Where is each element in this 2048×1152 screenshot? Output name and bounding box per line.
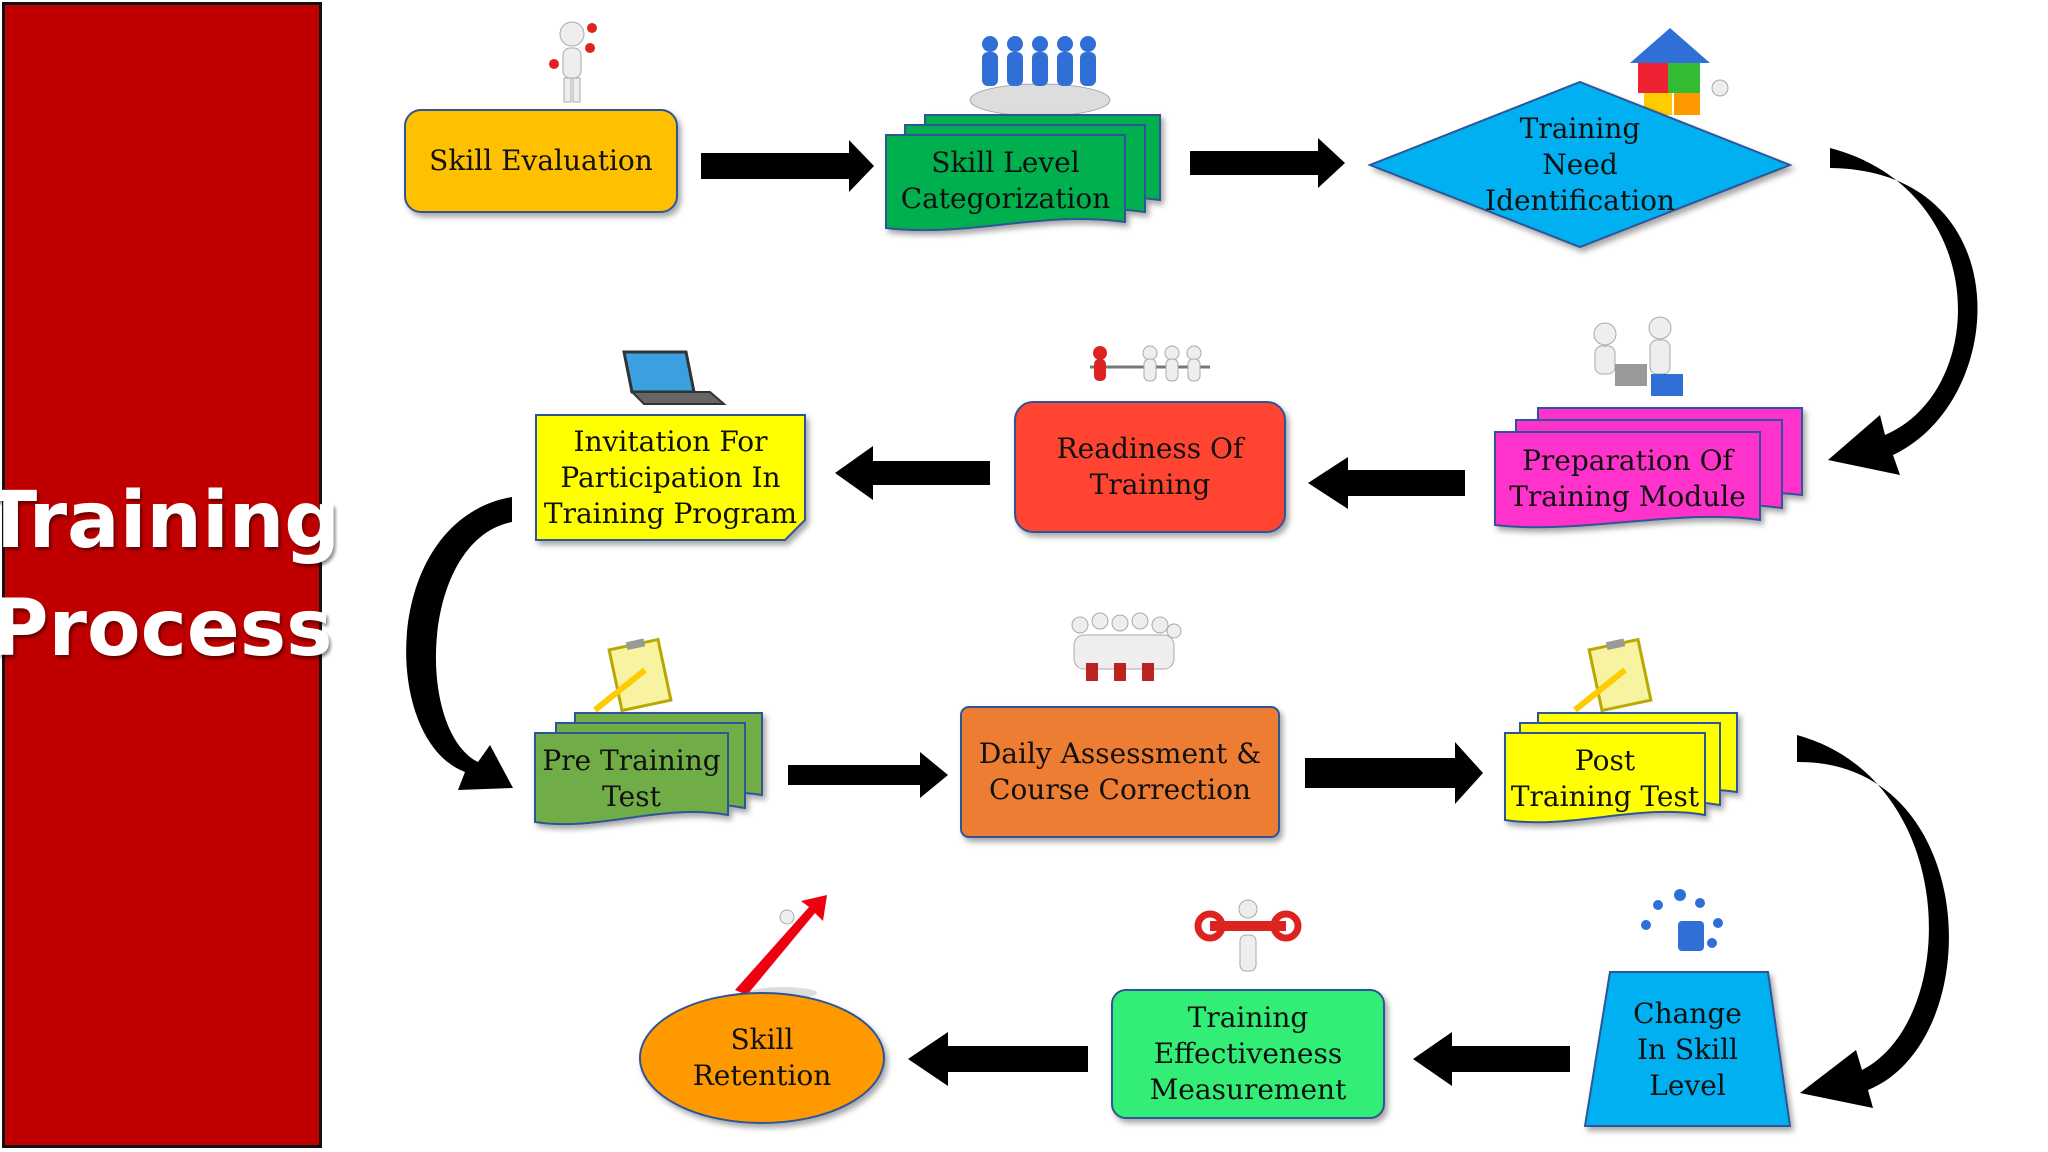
- step-training-effectiveness-measurement: [1111, 989, 1385, 1119]
- step-label-invitation-for-participation: Invitation For Participation In Training…: [543, 424, 798, 530]
- curved-arrow: [406, 497, 513, 790]
- step-label-training-effectiveness-measurement: Training Effectiveness Measurement: [1149, 1001, 1347, 1106]
- clipboard-icon: [593, 637, 673, 713]
- step-skill-retention: [639, 992, 885, 1124]
- step-post-training-test: [1504, 712, 1738, 824]
- step-label-skill-evaluation: Skill Evaluation: [429, 144, 653, 177]
- step-pre-training-test: [534, 712, 763, 826]
- rising-arrow-icon: [735, 895, 827, 999]
- arrow-right: [788, 752, 948, 798]
- arrow-left: [1308, 457, 1465, 509]
- step-invitation-for-participation: [535, 414, 806, 541]
- arrow-left: [908, 1032, 1088, 1086]
- step-label-training-need-identification: Training Need Identification: [1485, 112, 1675, 217]
- step-daily-assessment: [960, 706, 1280, 838]
- page-title: Training Process: [0, 476, 341, 674]
- step-label-daily-assessment: Daily Assessment & Course Correction: [978, 737, 1262, 806]
- step-label-pre-training-test: Pre Training Test: [542, 744, 721, 813]
- tug-of-war-icon: [1090, 345, 1210, 382]
- curved-arrow: [1797, 735, 1949, 1108]
- team-icon: [969, 36, 1111, 117]
- sidebar-panel: Training Process: [0, 2, 340, 1148]
- step-training-need-identification: [1367, 80, 1793, 249]
- step-skill-evaluation: [404, 109, 678, 213]
- arrow-right: [1305, 742, 1483, 804]
- curved-arrow: [1828, 148, 1978, 475]
- arrow-right: [1190, 138, 1345, 188]
- puzzle-icon: [1641, 889, 1723, 951]
- step-label-skill-retention: Skill Retention: [692, 1023, 832, 1092]
- arrow-left: [835, 446, 990, 500]
- arrow-left: [1413, 1032, 1570, 1086]
- step-label-preparation-of-training-module: Preparation Of Training Module: [1509, 443, 1746, 513]
- step-readiness-of-training: [1014, 401, 1286, 533]
- step-label-change-in-skill-level: Change In Skill Level: [1633, 997, 1742, 1102]
- two-figures-icon: [1593, 316, 1683, 396]
- wrench-icon: [1194, 899, 1302, 972]
- audience-icon: [1071, 612, 1182, 681]
- step-preparation-of-training-module: [1494, 407, 1803, 529]
- figure-icon: [549, 21, 597, 103]
- building-blocks-icon: [1630, 28, 1729, 115]
- step-label-post-training-test: Post Training Test: [1510, 744, 1700, 813]
- clipboard-icon: [1573, 637, 1653, 713]
- step-label-skill-level-categorization: Skill Level Categorization: [900, 146, 1111, 215]
- arrow-right: [701, 140, 874, 192]
- step-skill-level-categorization: [885, 114, 1161, 232]
- step-change-in-skill-level: [1583, 971, 1792, 1127]
- laptop-icon: [622, 350, 727, 405]
- step-label-readiness-of-training: Readiness Of Training: [1056, 432, 1244, 501]
